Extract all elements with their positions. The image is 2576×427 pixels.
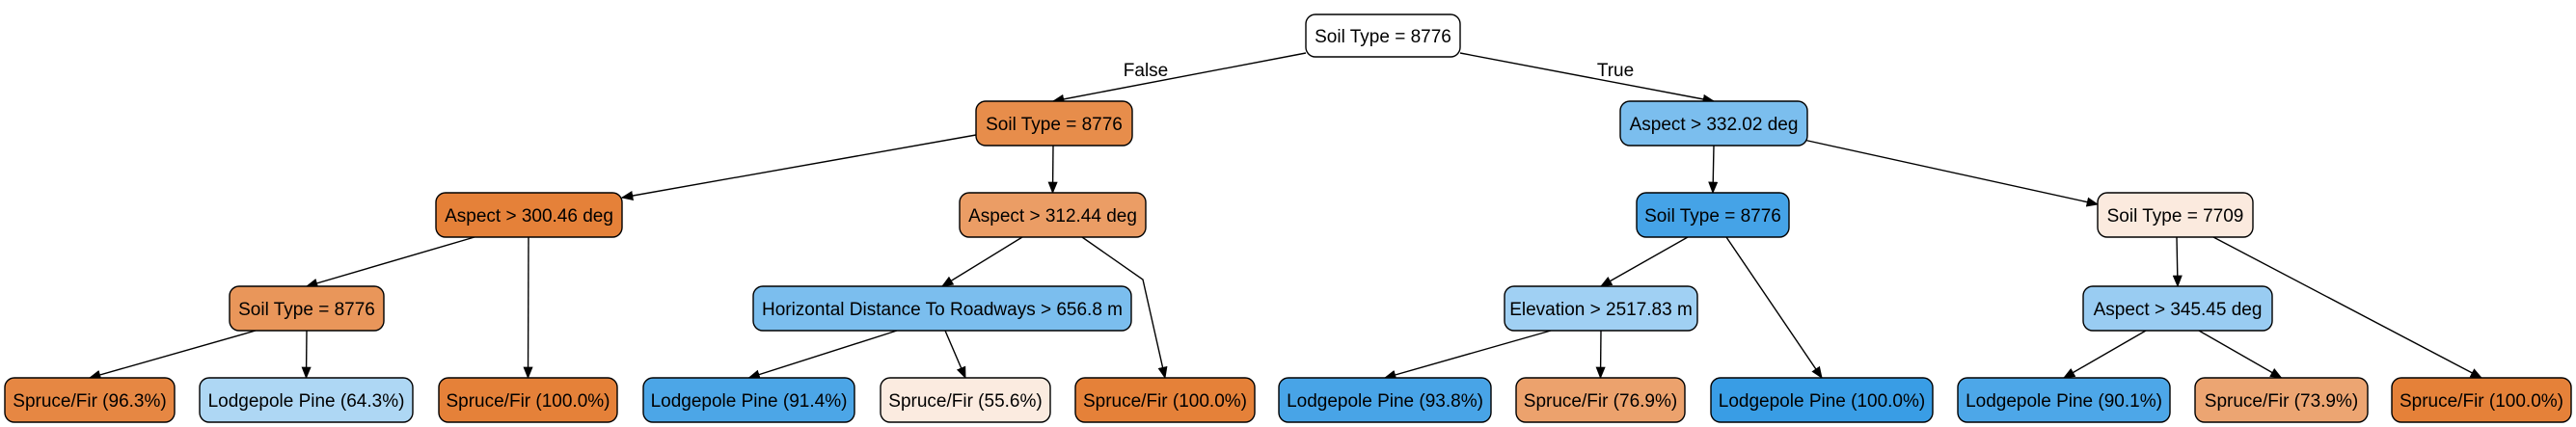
leaf-node: Lodgepole Pine (93.8%) <box>1278 377 1492 423</box>
node-box <box>880 377 1051 423</box>
decision-node: Elevation > 2517.83 m <box>1504 285 1698 332</box>
edge-n_rl-to-leaf9 <box>1725 236 1823 380</box>
leaf-node: Lodgepole Pine (100.0%) <box>1710 377 1934 423</box>
edge-n_l-to-n_lr <box>1047 145 1058 195</box>
node-label: Lodgepole Pine (90.1%) <box>1966 391 2162 412</box>
node-box <box>1074 377 1256 423</box>
node-label: Soil Type = 8776 <box>1315 27 1451 47</box>
node-box <box>1957 377 2171 423</box>
node-box <box>1278 377 1492 423</box>
decision-node: Soil Type = 8776 <box>1305 13 1461 58</box>
edge-n_rr-to-n_rrl <box>2172 236 2183 288</box>
node-box <box>438 377 618 423</box>
node-box <box>1636 192 1790 238</box>
node-label: Spruce/Fir (76.9%) <box>1524 391 1677 412</box>
edge-root-to-n_r <box>1459 52 1716 104</box>
leaf-node: Lodgepole Pine (91.4%) <box>642 377 855 423</box>
node-box <box>752 285 1132 332</box>
node-label: Soil Type = 8776 <box>1644 206 1781 227</box>
decision-node: Soil Type = 8776 <box>1636 192 1790 238</box>
leaf-node: Spruce/Fir (100.0%) <box>438 377 618 423</box>
node-label: Aspect > 345.45 deg <box>2094 300 2263 320</box>
decision-node: Soil Type = 8776 <box>975 100 1133 147</box>
node-box <box>1619 100 1808 147</box>
node-label: Spruce/Fir (100.0%) <box>1083 391 1247 412</box>
edge-n_r-to-n_rr <box>1803 139 2100 207</box>
edge-n_lrl-to-leaf5 <box>944 330 966 380</box>
leaf-node: Spruce/Fir (100.0%) <box>2391 377 2572 423</box>
node-box <box>2194 377 2369 423</box>
edge-n_rl-to-n_rll <box>1599 236 1689 287</box>
node-label: Soil Type = 8776 <box>238 300 375 320</box>
edge-n_r-to-n_rl <box>1708 145 1719 195</box>
node-box <box>975 100 1133 147</box>
node-box <box>435 192 623 238</box>
edge-n_rrl-to-leaf10 <box>2062 330 2147 379</box>
edge-n_rrl-to-leaf11 <box>2198 330 2283 379</box>
decision-node: Horizontal Distance To Roadways > 656.8 … <box>752 285 1132 332</box>
node-label: Lodgepole Pine (91.4%) <box>651 391 848 412</box>
node-label: Spruce/Fir (73.9%) <box>2205 391 2358 412</box>
node-label: Elevation > 2517.83 m <box>1509 300 1693 320</box>
leaf-node: Lodgepole Pine (64.3%) <box>199 377 414 423</box>
edge-n_lll-to-leaf2 <box>301 330 312 380</box>
node-box <box>2391 377 2572 423</box>
node-label: Aspect > 332.02 deg <box>1630 115 1799 135</box>
node-label: Aspect > 312.44 deg <box>968 206 1137 227</box>
node-box <box>1305 13 1461 58</box>
leaf-node: Spruce/Fir (55.6%) <box>880 377 1051 423</box>
edge-n_lll-to-leaf1 <box>88 330 257 380</box>
node-box <box>4 377 176 423</box>
node-box <box>1515 377 1686 423</box>
node-box <box>1710 377 1934 423</box>
node-box <box>2082 285 2273 332</box>
node-label: Lodgepole Pine (64.3%) <box>208 391 405 412</box>
decision-node: Aspect > 345.45 deg <box>2082 285 2273 332</box>
edge-n_lrl-to-leaf4 <box>747 330 898 380</box>
edge-n_rr-to-leaf12 <box>2212 236 2483 379</box>
decision-node: Aspect > 312.44 deg <box>959 192 1147 238</box>
node-label: Lodgepole Pine (100.0%) <box>1719 391 1925 412</box>
node-label: Spruce/Fir (100.0%) <box>2400 391 2563 412</box>
edge-n_lr-to-leaf6 <box>1081 236 1168 380</box>
node-label: Spruce/Fir (96.3%) <box>13 391 166 412</box>
node-label: Soil Type = 8776 <box>986 115 1123 135</box>
node-label: Soil Type = 7709 <box>2107 206 2244 227</box>
node-label: Spruce/Fir (55.6%) <box>888 391 1042 412</box>
node-box <box>2097 192 2254 238</box>
decision-node: Soil Type = 7709 <box>2097 192 2254 238</box>
leaf-node: Spruce/Fir (96.3%) <box>4 377 176 423</box>
node-label: Spruce/Fir (100.0%) <box>446 391 610 412</box>
edge-label-true: True <box>1597 61 1634 81</box>
edge-n_lr-to-n_lrl <box>940 236 1023 287</box>
edges <box>88 52 2483 380</box>
decision-node: Soil Type = 8776 <box>229 285 385 332</box>
edge-n_rll-to-leaf8 <box>1595 330 1606 380</box>
decision-node: Aspect > 300.46 deg <box>435 192 623 238</box>
edge-n_rll-to-leaf7 <box>1383 330 1552 380</box>
edge-n_ll-to-n_lll <box>305 236 475 288</box>
edge-n_l-to-n_ll <box>620 134 977 200</box>
edge-label-false: False <box>1124 61 1168 81</box>
node-box <box>959 192 1147 238</box>
decision-node: Aspect > 332.02 deg <box>1619 100 1808 147</box>
node-label: Lodgepole Pine (93.8%) <box>1287 391 1483 412</box>
node-box <box>642 377 855 423</box>
leaf-node: Lodgepole Pine (90.1%) <box>1957 377 2171 423</box>
node-label: Aspect > 300.46 deg <box>445 206 613 227</box>
node-box <box>229 285 385 332</box>
edge-root-to-n_l <box>1051 52 1307 104</box>
leaf-node: Spruce/Fir (76.9%) <box>1515 377 1686 423</box>
leaf-node: Spruce/Fir (73.9%) <box>2194 377 2369 423</box>
leaf-node: Spruce/Fir (100.0%) <box>1074 377 1256 423</box>
node-box <box>199 377 414 423</box>
node-box <box>1504 285 1698 332</box>
node-label: Horizontal Distance To Roadways > 656.8 … <box>762 300 1123 320</box>
